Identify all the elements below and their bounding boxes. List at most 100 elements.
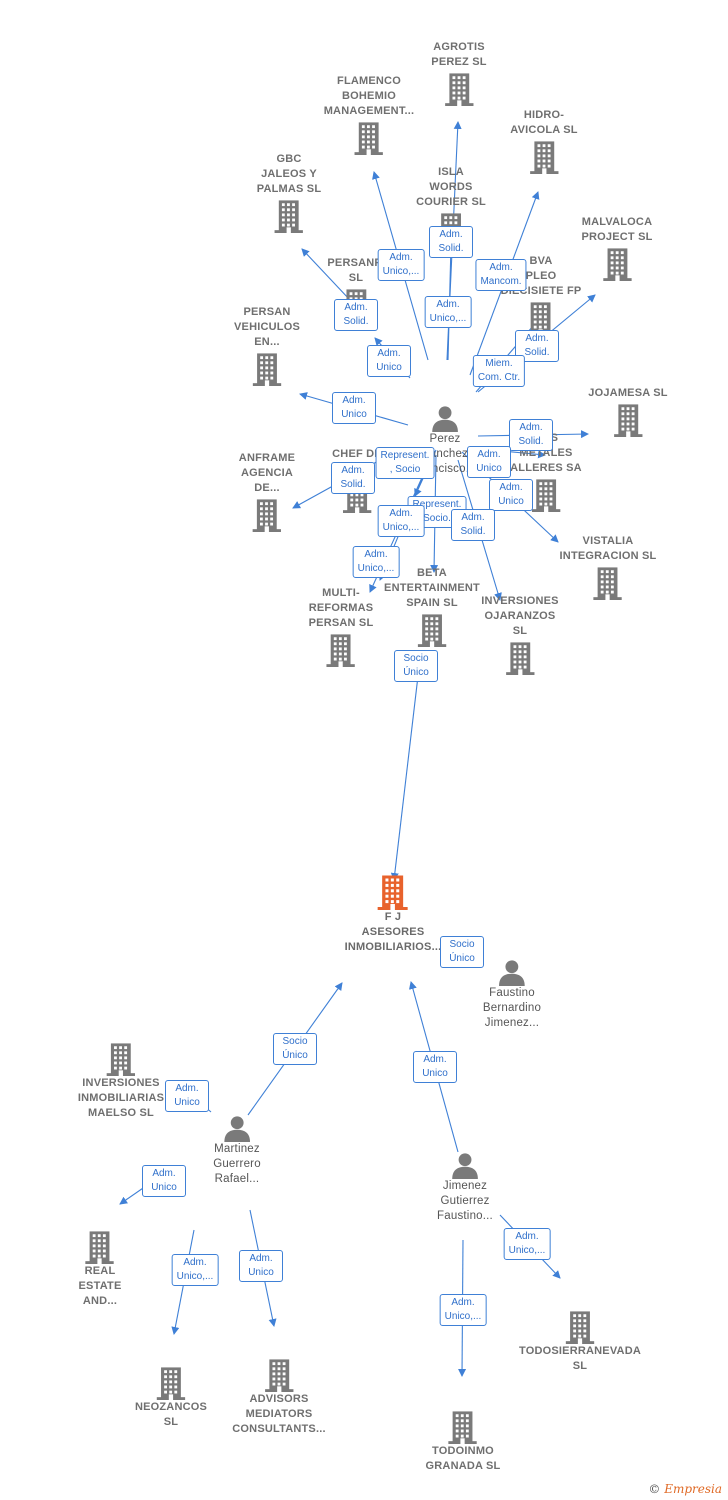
- node-label[interactable]: VISTALIA INTEGRACION SL: [559, 535, 657, 562]
- node-label[interactable]: PERSAN VEHICULOS EN...: [234, 306, 300, 348]
- company-node-ojaranzos[interactable]: INVERSIONES OJARANZOS SL: [481, 594, 558, 675]
- node-label[interactable]: BETA ENTERTAINMENT SPAIN SL: [384, 567, 480, 609]
- edge-label-martinez-fj[interactable]: Socio Único: [273, 1033, 317, 1065]
- building-icon: [156, 1367, 186, 1400]
- brand-footer[interactable]: © Empresia: [648, 1482, 722, 1496]
- node-label[interactable]: Faustino Bernardino Jimenez...: [482, 987, 542, 1029]
- building-icon: [85, 1231, 115, 1264]
- node-label[interactable]: TODOINMO GRANADA SL: [425, 1445, 501, 1472]
- person-icon: [452, 1153, 478, 1179]
- edge-label-perez-flamenco[interactable]: Adm. Unico,...: [377, 249, 425, 281]
- company-node-todosierra[interactable]: TODOSIERRANEVADA SL: [519, 1308, 641, 1374]
- main-building-icon: [377, 875, 408, 910]
- company-node-todoinmo[interactable]: TODOINMO GRANADA SL: [426, 1408, 501, 1474]
- building-icon: [252, 353, 282, 386]
- edge-beta-fj: [390, 675, 419, 881]
- company-node-advisors[interactable]: ADVISORS MEDIATORS CONSULTANTS...: [232, 1356, 326, 1437]
- edge-label-perez-multi[interactable]: Adm. Unico,...: [377, 505, 425, 537]
- company-node-fj[interactable]: F J ASESORES INMOBILIARIOS...: [345, 872, 442, 955]
- brand-name[interactable]: Empresia: [664, 1482, 722, 1496]
- edge-perez-gbc: [301, 248, 351, 301]
- company-node-agrotis[interactable]: AGROTIS PEREZ SL: [431, 40, 486, 106]
- edge-label-perez-chef[interactable]: Represent. , Socio: [375, 447, 435, 479]
- building-icon: [602, 248, 632, 281]
- node-label[interactable]: ANFRAME AGENCIA DE...: [238, 452, 296, 494]
- node-label[interactable]: Jimenez Gutierrez Faustino...: [437, 1180, 493, 1222]
- building-icon: [565, 1311, 595, 1344]
- person-icon: [499, 960, 525, 986]
- person-node-faustino[interactable]: Faustino Bernardino Jimenez...: [483, 956, 541, 1031]
- building-icon: [264, 1359, 294, 1392]
- person-icon: [432, 406, 458, 432]
- edge-label-perez-multi[interactable]: Adm. Unico,...: [352, 546, 400, 578]
- building-icon: [505, 642, 535, 675]
- edge-label-perez-isla[interactable]: Adm. Unico,...: [424, 296, 472, 328]
- company-node-anframe[interactable]: ANFRAME AGENCIA DE...: [239, 451, 295, 532]
- node-label[interactable]: HIDRO- AVICOLA SL: [510, 109, 578, 136]
- edge-label-perez-hidro[interactable]: Adm. Mancom.: [475, 259, 527, 291]
- person-icon: [224, 1116, 250, 1142]
- node-label[interactable]: INVERSIONES OJARANZOS SL: [481, 595, 559, 637]
- building-icon: [448, 1411, 478, 1444]
- company-node-jojamesa[interactable]: JOJAMESA SL: [588, 386, 668, 437]
- node-label[interactable]: MALVALOCA PROJECT SL: [581, 216, 653, 243]
- building-icon: [613, 404, 643, 437]
- edge-label-perez-ojaranzos[interactable]: Adm. Solid.: [451, 509, 495, 541]
- edge-label-beta-fj[interactable]: Socio Único: [394, 650, 438, 682]
- node-label[interactable]: PERSANFI SL: [327, 257, 385, 284]
- node-label[interactable]: JOJAMESA SL: [588, 387, 668, 399]
- edge-label-perez-jojamesa[interactable]: Adm. Solid.: [509, 419, 553, 451]
- building-icon: [252, 499, 282, 532]
- node-label[interactable]: NEOZANCOS SL: [134, 1401, 208, 1428]
- company-node-persanveh[interactable]: PERSAN VEHICULOS EN...: [234, 305, 300, 386]
- edge-label-perez-malvaloca[interactable]: Adm. Solid.: [515, 330, 559, 362]
- edge-label-martinez-realestate[interactable]: Adm. Unico: [142, 1165, 186, 1197]
- node-label[interactable]: Martinez Guerrero Rafael...: [213, 1143, 261, 1185]
- edge-label-jimenez-todoinmo[interactable]: Adm. Unico,...: [439, 1294, 487, 1326]
- node-label[interactable]: GBC JALEOS Y PALMAS SL: [256, 153, 322, 195]
- node-label[interactable]: MULTI- REFORMAS PERSAN SL: [308, 587, 374, 629]
- edge-label-perez-persanf[interactable]: Adm. Unico: [367, 345, 411, 377]
- node-label[interactable]: ISLA WORDS COURIER SL: [416, 166, 486, 208]
- building-icon: [417, 614, 447, 647]
- person-node-martinez[interactable]: Martinez Guerrero Rafael...: [213, 1112, 261, 1187]
- building-icon: [593, 567, 623, 600]
- building-icon: [354, 122, 384, 155]
- edge-label-martinez-neozancos[interactable]: Adm. Unico,...: [171, 1254, 219, 1286]
- building-icon: [529, 141, 559, 174]
- person-node-jimenez[interactable]: Jimenez Gutierrez Faustino...: [437, 1149, 493, 1224]
- company-node-beta[interactable]: BETA ENTERTAINMENT SPAIN SL: [384, 566, 480, 647]
- company-node-multi[interactable]: MULTI- REFORMAS PERSAN SL: [309, 586, 374, 667]
- node-label[interactable]: INVERSIONES INMOBILIARIAS MAELSO SL: [77, 1077, 165, 1119]
- company-node-gbc[interactable]: GBC JALEOS Y PALMAS SL: [257, 152, 322, 233]
- edge-label-perez-vistalia[interactable]: Adm. Unico: [489, 479, 533, 511]
- company-node-hidro[interactable]: HIDRO- AVICOLA SL: [510, 108, 577, 174]
- edge-label-jimenez-todosierra[interactable]: Adm. Unico,...: [503, 1228, 551, 1260]
- node-label[interactable]: FLAMENCO BOHEMIO MANAGEMENT...: [323, 75, 415, 117]
- company-node-flamenco[interactable]: FLAMENCO BOHEMIO MANAGEMENT...: [324, 74, 415, 155]
- company-node-vistalia[interactable]: VISTALIA INTEGRACION SL: [560, 534, 657, 600]
- company-node-realestate[interactable]: REAL ESTATE AND...: [79, 1228, 122, 1309]
- edge-label-perez-gbc[interactable]: Adm. Solid.: [334, 299, 378, 331]
- node-label[interactable]: AGROTIS PEREZ SL: [431, 41, 487, 68]
- node-label[interactable]: ADVISORS MEDIATORS CONSULTANTS...: [232, 1393, 326, 1435]
- edge-label-perez-agrotis[interactable]: Adm. Solid.: [429, 226, 473, 258]
- edge-label-perez-bva[interactable]: Miem. Com. Ctr.: [472, 355, 526, 387]
- edge-label-faustino-fj[interactable]: Socio Único: [440, 936, 484, 968]
- company-node-maelso[interactable]: INVERSIONES INMOBILIARIAS MAELSO SL: [78, 1040, 164, 1121]
- building-icon: [444, 73, 474, 106]
- building-icon: [326, 634, 356, 667]
- node-label[interactable]: REAL ESTATE AND...: [78, 1265, 122, 1307]
- building-icon: [274, 200, 304, 233]
- company-node-neozancos[interactable]: NEOZANCOS SL: [135, 1364, 207, 1430]
- edge-label-jimenez-fj[interactable]: Adm. Unico: [413, 1051, 457, 1083]
- edge-label-martinez-maelso[interactable]: Adm. Unico: [165, 1080, 209, 1112]
- edge-label-perez-metales[interactable]: Adm. Unico: [467, 446, 511, 478]
- edge-label-martinez-advisors[interactable]: Adm. Unico: [239, 1250, 283, 1282]
- company-node-malvaloca[interactable]: MALVALOCA PROJECT SL: [581, 215, 652, 281]
- node-label[interactable]: F J ASESORES INMOBILIARIOS...: [344, 911, 442, 953]
- edge-label-perez-persanveh[interactable]: Adm. Unico: [332, 392, 376, 424]
- node-label[interactable]: TODOSIERRANEVADA SL: [519, 1345, 641, 1372]
- edge-label-perez-anframe[interactable]: Adm. Solid.: [331, 462, 375, 494]
